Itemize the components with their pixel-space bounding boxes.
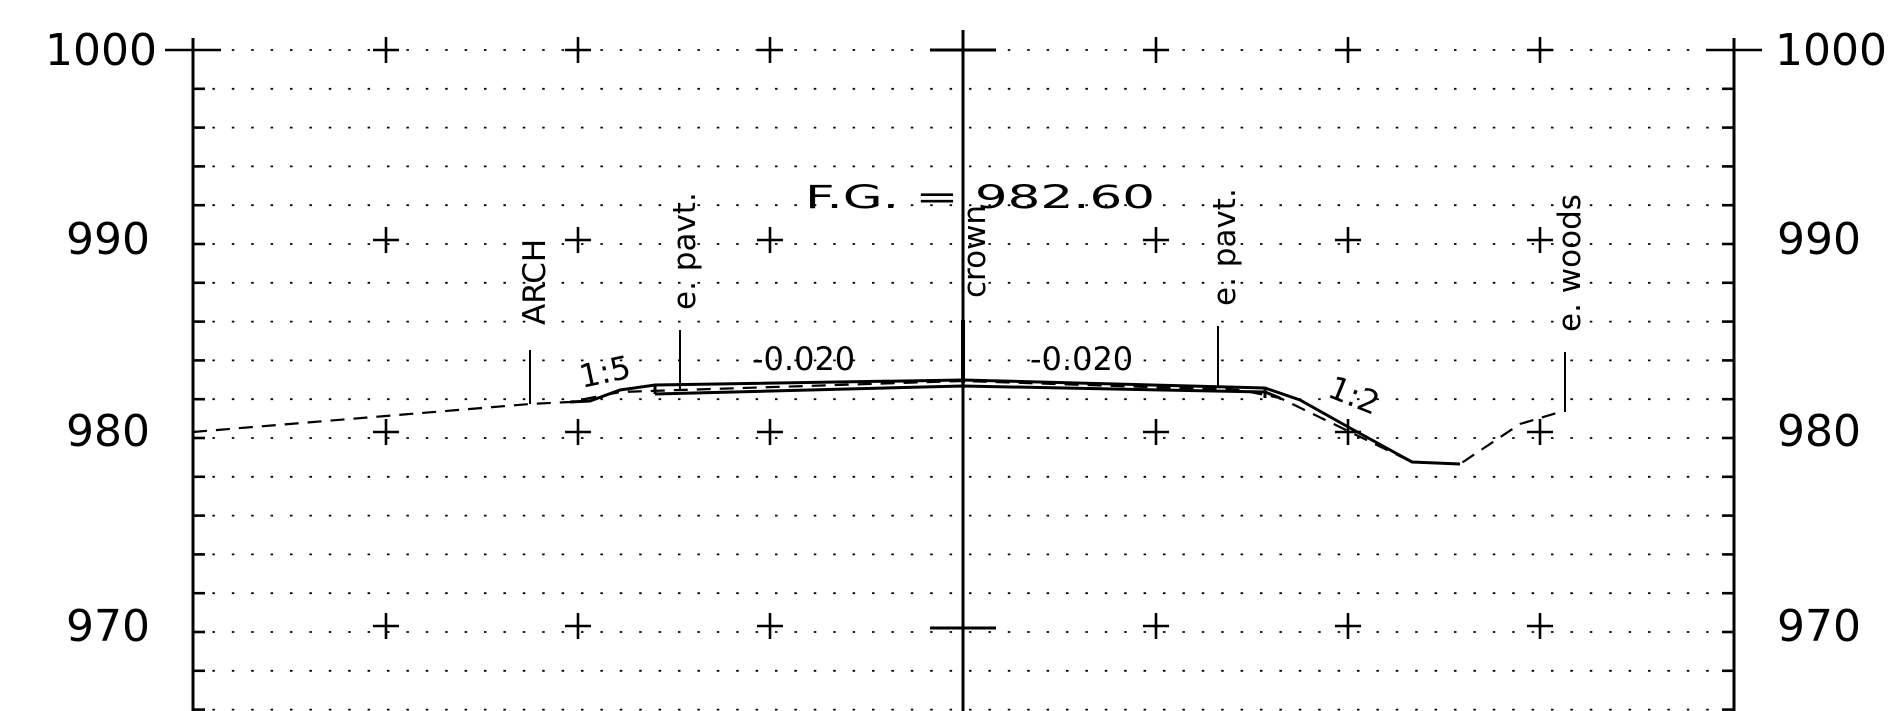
elevation-label-right-970: 970 <box>1777 601 1861 652</box>
grid-plus-marker <box>1527 37 1553 63</box>
grid-plus-marker <box>373 227 399 253</box>
elevation-label-right-980: 980 <box>1777 406 1861 457</box>
grid-plus-marker <box>1143 613 1169 639</box>
right-elevation-axis <box>1706 38 1762 711</box>
slope-right-label: 1:2 <box>1323 368 1385 423</box>
grid-plus-marker <box>1527 613 1553 639</box>
grid-plus-marker <box>373 613 399 639</box>
grid-plus-marker <box>1527 419 1553 445</box>
existing-ground-line <box>192 379 1561 466</box>
grid-plus-marker <box>1335 37 1361 63</box>
grid-plus-marker <box>757 227 783 253</box>
edge-pavement-left-label: e. pavt. <box>667 192 703 310</box>
crown-label: crown <box>957 205 993 298</box>
grid-plus-marker <box>565 37 591 63</box>
arch-label: ARCH <box>517 239 553 325</box>
grid-plus-marker <box>1143 37 1169 63</box>
grid-plus-marker <box>373 419 399 445</box>
cross-slope-left-label: -0.020 <box>752 340 855 378</box>
cross-slope-right-label: -0.020 <box>1030 340 1133 378</box>
elevation-label-left-980: 980 <box>66 406 150 457</box>
plus-markers <box>373 37 1553 639</box>
grid-plus-marker <box>565 419 591 445</box>
elevation-label-left-990: 990 <box>66 214 150 265</box>
grid-plus-marker <box>565 613 591 639</box>
finished-grade-label: F.G. = 982.60 <box>805 178 1155 216</box>
elevation-label-right-1000: 1000 <box>1775 25 1887 76</box>
left-elevation-axis <box>165 38 221 711</box>
grid-plus-marker <box>1335 227 1361 253</box>
grid-plus-marker <box>757 613 783 639</box>
grid-plus-marker <box>757 419 783 445</box>
elevation-label-left-970: 970 <box>66 601 150 652</box>
grid-plus-marker <box>1335 613 1361 639</box>
edge-woods-label: e. woods <box>1552 194 1588 332</box>
grid-plus-marker <box>373 37 399 63</box>
proposed-section <box>569 320 1461 466</box>
grid-plus-marker <box>1143 419 1169 445</box>
edge-pavement-right-label: e. pavt. <box>1207 188 1243 306</box>
grid-plus-marker <box>565 227 591 253</box>
grid-plus-marker <box>757 37 783 63</box>
grid-plus-marker <box>1143 227 1169 253</box>
grid-plus-marker <box>1527 227 1553 253</box>
elevation-label-right-990: 990 <box>1777 214 1861 265</box>
elevation-label-left-1000: 1000 <box>45 25 157 76</box>
